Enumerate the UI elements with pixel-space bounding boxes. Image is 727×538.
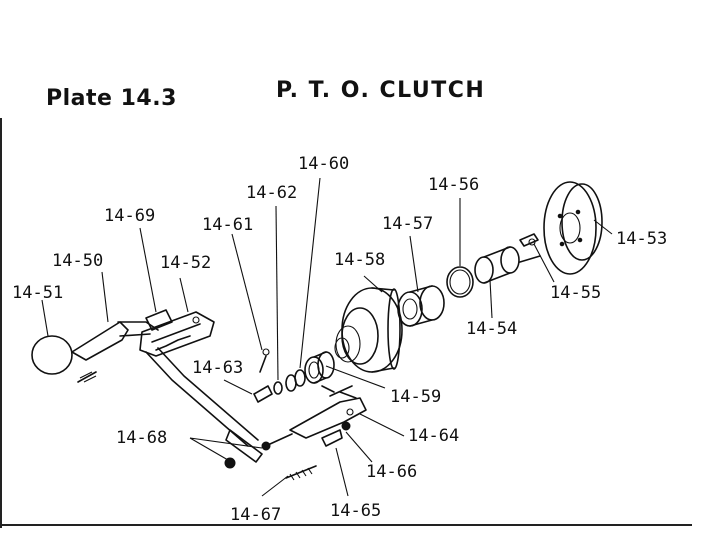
label-14-61: 14-61 xyxy=(202,215,253,235)
part-clutch-hub xyxy=(334,287,403,373)
part-snap-ring xyxy=(273,381,283,395)
diagram-title: P. T. O. CLUTCH xyxy=(276,78,486,103)
label-14-68: 14-68 xyxy=(116,428,167,448)
part-quadrant-bracket xyxy=(139,311,215,357)
label-14-60: 14-60 xyxy=(298,154,349,174)
part-return-spring xyxy=(285,465,317,481)
leader-lines xyxy=(41,177,613,497)
label-14-59: 14-59 xyxy=(390,387,441,407)
bottom-frame-rule xyxy=(0,524,692,526)
part-pulley-disc xyxy=(543,181,603,275)
label-14-56: 14-56 xyxy=(428,175,479,195)
part-control-lever xyxy=(71,321,159,361)
label-14-67: 14-67 xyxy=(230,505,281,525)
label-14-62: 14-62 xyxy=(246,183,297,203)
plate-label: Plate 14.3 xyxy=(46,86,177,111)
part-lever-bolt xyxy=(77,371,97,383)
label-14-54: 14-54 xyxy=(466,319,517,339)
label-14-53: 14-53 xyxy=(616,229,667,249)
part-bushing xyxy=(474,246,520,284)
part-key-bolt xyxy=(519,233,541,263)
part-rod-nuts xyxy=(224,433,293,469)
label-14-51: 14-51 xyxy=(12,283,63,303)
part-collar xyxy=(397,285,445,327)
label-14-57: 14-57 xyxy=(382,214,433,234)
label-14-66: 14-66 xyxy=(366,462,417,482)
part-pivot-pin xyxy=(321,421,351,447)
part-labels: 14-51 14-50 14-69 14-52 14-61 14-62 14-6… xyxy=(12,154,667,525)
label-14-63: 14-63 xyxy=(192,358,243,378)
part-knob-ball xyxy=(31,335,73,375)
left-frame-rule xyxy=(0,118,2,528)
part-release-bearing xyxy=(304,351,335,384)
part-clevis-pin xyxy=(253,348,273,403)
label-14-58: 14-58 xyxy=(334,250,385,270)
part-grip-pad xyxy=(145,309,173,331)
label-14-55: 14-55 xyxy=(550,283,601,303)
label-14-50: 14-50 xyxy=(52,251,103,271)
label-14-65: 14-65 xyxy=(330,501,381,521)
label-14-69: 14-69 xyxy=(104,206,155,226)
part-pedal-arm xyxy=(289,385,367,439)
part-retaining-ring xyxy=(446,266,474,298)
part-washers xyxy=(285,369,306,392)
label-14-64: 14-64 xyxy=(408,426,459,446)
label-14-52: 14-52 xyxy=(160,253,211,273)
